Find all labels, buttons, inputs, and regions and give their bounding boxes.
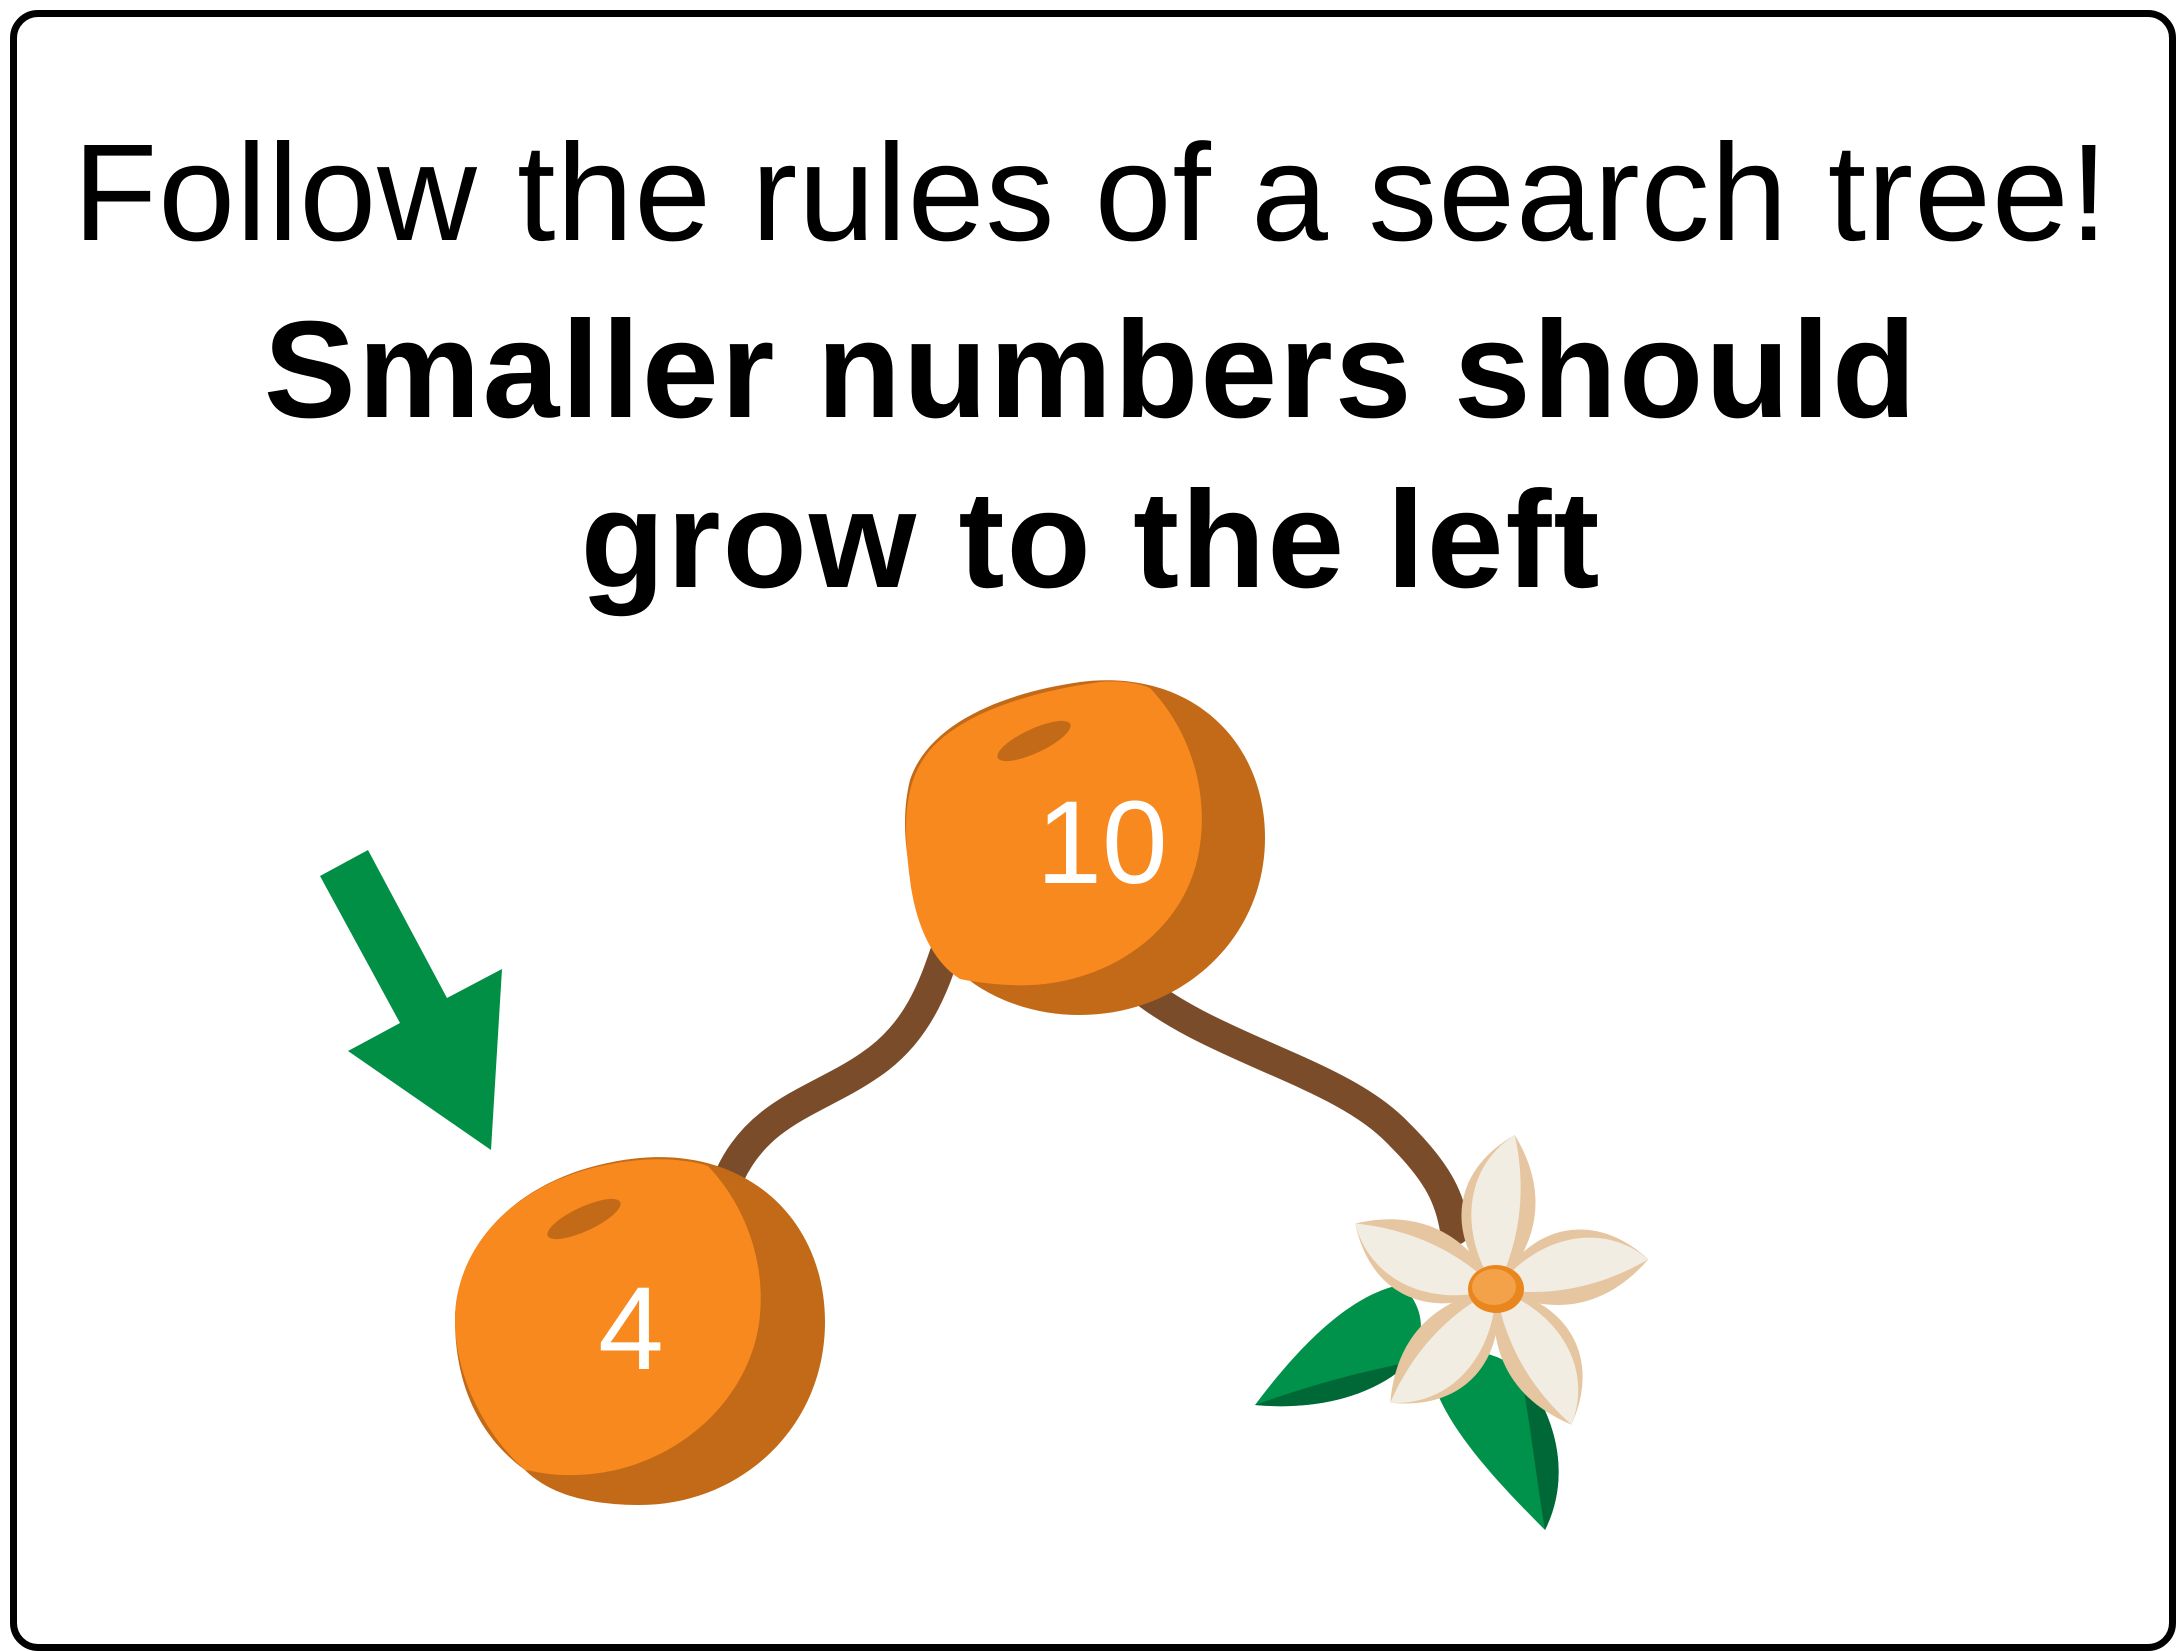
flower-icon xyxy=(1255,1134,1649,1530)
instruction-line-2: Smaller numbers should xyxy=(263,293,1919,447)
left-orange-highlight xyxy=(547,1198,621,1240)
instruction-line-3: grow to the left xyxy=(580,463,1602,617)
root-orange-body xyxy=(906,681,1202,986)
leaf-bottom-vein xyxy=(1520,1370,1559,1530)
leaf-left-vein xyxy=(1255,1362,1410,1407)
left-child-node: 4 xyxy=(455,1157,825,1505)
arrow-icon xyxy=(320,850,502,1150)
root-label: 10 xyxy=(1036,777,1167,909)
branch-right xyxy=(1115,965,1470,1245)
left-child-label: 4 xyxy=(598,1263,664,1395)
left-orange-body xyxy=(455,1159,761,1476)
root-node: 10 xyxy=(905,680,1265,1015)
instruction-line-1: Follow the rules of a search tree! xyxy=(73,116,2109,270)
root-orange-highlight xyxy=(997,720,1071,762)
